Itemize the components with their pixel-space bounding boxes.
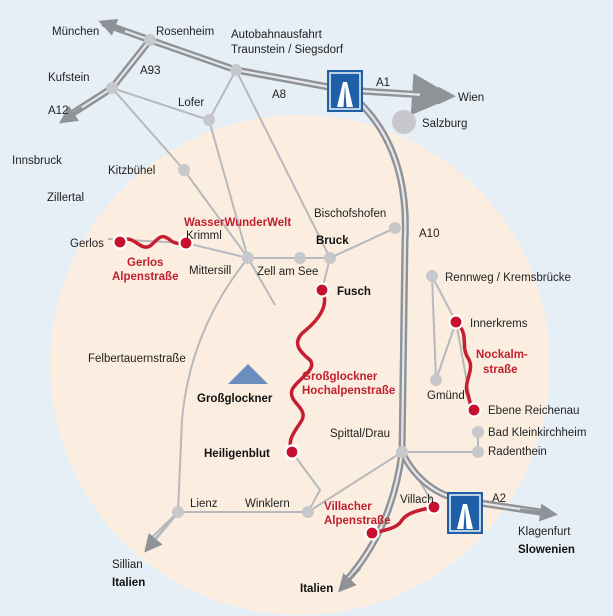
motorway-sign-icon xyxy=(327,70,363,112)
route-villacher-alpenstrasse xyxy=(370,505,436,535)
label-a1: A1 xyxy=(376,77,390,89)
label-innerkrems: Innerkrems xyxy=(470,318,528,330)
label-nockalmstrasse-1: Nockalm- xyxy=(476,349,528,361)
label-fusch: Fusch xyxy=(337,286,371,298)
label-lienz: Lienz xyxy=(190,498,218,510)
town-nodes xyxy=(106,34,484,518)
label-autobahnausfahrt: Autobahnausfahrt xyxy=(231,29,323,41)
node-zell-am-see xyxy=(294,252,306,264)
region-circle xyxy=(50,115,550,615)
label-bad-kleinkirchheim: Bad Kleinkirchheim xyxy=(488,427,586,439)
label-rennweg: Rennweg / Kremsbrücke xyxy=(445,272,571,284)
label-grossglockner: Großglockner xyxy=(197,393,273,405)
node-kitzbuehel xyxy=(178,164,190,176)
arrow-wien xyxy=(419,86,456,105)
label-grossglockner-hochalpenstrasse-1: Großglockner xyxy=(302,371,378,383)
node-mittersill xyxy=(242,252,254,264)
label-gerlos-alpenstrasse-1: Gerlos xyxy=(127,257,163,269)
node-bad-kleinkirchheim xyxy=(472,426,484,438)
label-a93: A93 xyxy=(140,65,160,77)
label-a2: A2 xyxy=(492,493,506,505)
label-salzburg: Salzburg xyxy=(422,118,467,130)
node-autobahnausfahrt xyxy=(230,64,242,76)
arrow-italien xyxy=(337,566,362,593)
label-kufstein: Kufstein xyxy=(48,72,90,84)
node-bischofshofen xyxy=(389,222,401,234)
label-villach: Villach xyxy=(400,494,434,506)
node-gmuend xyxy=(430,374,442,386)
node-winklern xyxy=(302,506,314,518)
route-nockalmstrasse xyxy=(454,320,474,412)
label-gerlos-alpenstrasse-2: Alpenstraße xyxy=(112,271,178,283)
route-labels: WasserWunderWelt Gerlos Alpenstraße Groß… xyxy=(112,217,528,527)
road-arrow-sillian xyxy=(144,511,180,553)
label-gmuend: Gmünd xyxy=(427,390,465,402)
node-fusch xyxy=(314,282,330,298)
node-villach xyxy=(426,499,442,515)
label-italien-bottom: Italien xyxy=(300,583,333,595)
node-rosenheim xyxy=(144,34,156,46)
label-ebene-reichenau: Ebene Reichenau xyxy=(488,405,579,417)
node-krimml xyxy=(178,235,194,251)
label-sillian: Sillian xyxy=(112,559,143,571)
node-salzburg xyxy=(392,110,416,134)
label-bruck: Bruck xyxy=(316,235,349,247)
mountain-peak-icon xyxy=(228,364,268,384)
label-radenthein: Radenthein xyxy=(488,446,547,458)
label-muenchen: München xyxy=(52,26,99,38)
label-zillertal: Zillertal xyxy=(47,192,84,204)
node-innerkrems xyxy=(448,314,464,330)
node-lienz xyxy=(172,506,184,518)
node-bruck xyxy=(324,252,336,264)
node-radenthein xyxy=(472,446,484,458)
node-rennweg xyxy=(426,270,438,282)
label-heiligenblut: Heiligenblut xyxy=(204,448,270,460)
arrow-innsbruck xyxy=(59,105,83,124)
label-krimml: Krimml xyxy=(186,230,222,242)
node-ebene-reichenau xyxy=(466,402,482,418)
label-a8: A8 xyxy=(272,89,286,101)
label-kitzbuehel: Kitzbühel xyxy=(108,165,155,177)
node-heiligenblut xyxy=(284,444,300,460)
label-bischofshofen: Bischofshofen xyxy=(314,208,386,220)
label-felbertauernstrasse: Felbertauernstraße xyxy=(88,353,186,365)
label-spittal: Spittal/Drau xyxy=(330,428,390,440)
label-klagenfurt: Klagenfurt xyxy=(518,526,571,538)
label-gerlos: Gerlos xyxy=(70,238,104,250)
node-kufstein xyxy=(106,82,118,94)
label-italien-left: Italien xyxy=(112,577,145,589)
label-lofer: Lofer xyxy=(178,97,204,109)
label-wasserwunderwelt: WasserWunderWelt xyxy=(184,217,291,229)
label-villacher-alpenstrasse-2: Alpenstraße xyxy=(324,515,390,527)
label-wien: Wien xyxy=(458,92,484,104)
node-spittal xyxy=(396,446,408,458)
label-innsbruck: Innsbruck xyxy=(12,155,62,167)
label-zell-am-see: Zell am See xyxy=(257,266,318,278)
label-villacher-alpenstrasse-1: Villacher xyxy=(324,501,372,513)
label-mittersill: Mittersill xyxy=(189,265,231,277)
route-grossglockner-hochalpenstrasse xyxy=(288,288,327,454)
label-nockalmstrasse-2: straße xyxy=(483,364,518,376)
label-grossglockner-hochalpenstrasse-2: Hochalpenstraße xyxy=(302,385,395,397)
label-traunstein: Traunstein / Siegsdorf xyxy=(231,44,344,56)
label-slowenien: Slowenien xyxy=(518,544,575,556)
label-winklern: Winklern xyxy=(245,498,290,510)
node-gerlos xyxy=(112,234,128,250)
label-rosenheim: Rosenheim xyxy=(156,26,214,38)
place-labels: München Rosenheim Autobahnausfahrt Traun… xyxy=(12,26,586,595)
motorway-sign-icon xyxy=(447,492,483,534)
node-villacher-start xyxy=(364,525,380,541)
route-endpoints xyxy=(112,234,482,541)
label-a10: A10 xyxy=(419,228,439,240)
arrow-muenchen xyxy=(98,18,126,36)
node-lofer xyxy=(203,114,215,126)
label-a12: A12 xyxy=(48,105,68,117)
arrow-klagenfurt xyxy=(519,503,558,522)
